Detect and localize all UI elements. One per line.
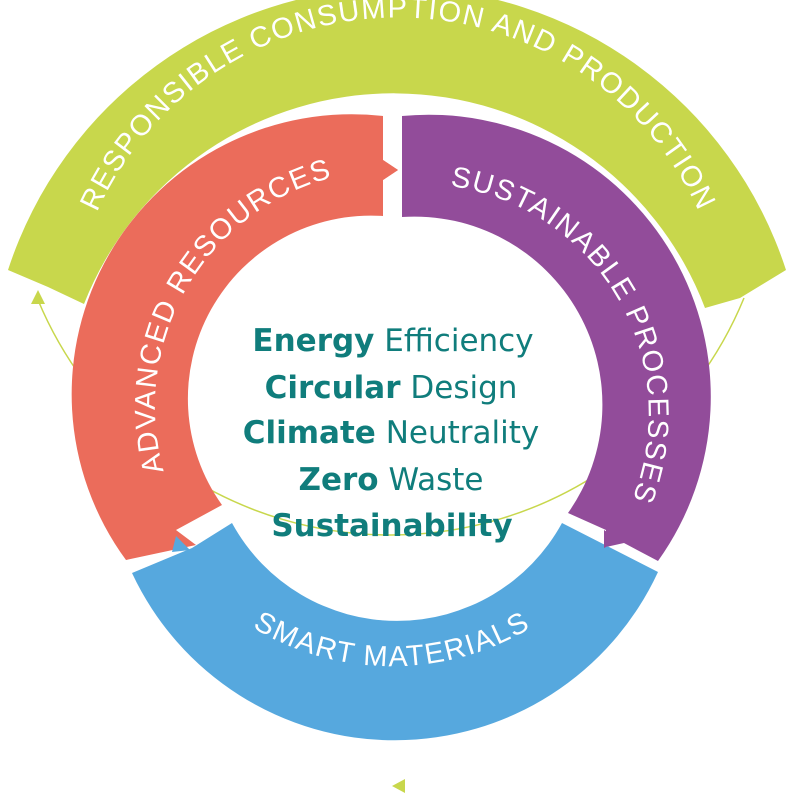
center-line-5: Sustainability (271, 508, 512, 544)
arrow-sustainable-to-smart (604, 530, 620, 548)
center-line-4: Zero Waste (299, 462, 484, 498)
center-line-2: Circular Design (265, 370, 518, 406)
center-line-1: Energy Efficiency (252, 323, 533, 359)
arrow-smart-to-advanced (172, 536, 190, 552)
segment-sustainable-processes (402, 114, 711, 562)
outer-ring-band (8, 0, 786, 308)
cycle-arrowhead-left (31, 290, 45, 304)
cycle-arrowhead-bottom (392, 779, 405, 793)
segment-smart-materials (132, 523, 658, 741)
segment-advanced-resources (71, 114, 399, 561)
center-line-3: Climate Neutrality (243, 415, 539, 451)
center-keywords: Energy Efficiency Circular Design Climat… (243, 323, 539, 544)
arrow-advanced-to-sustainable (383, 160, 398, 180)
